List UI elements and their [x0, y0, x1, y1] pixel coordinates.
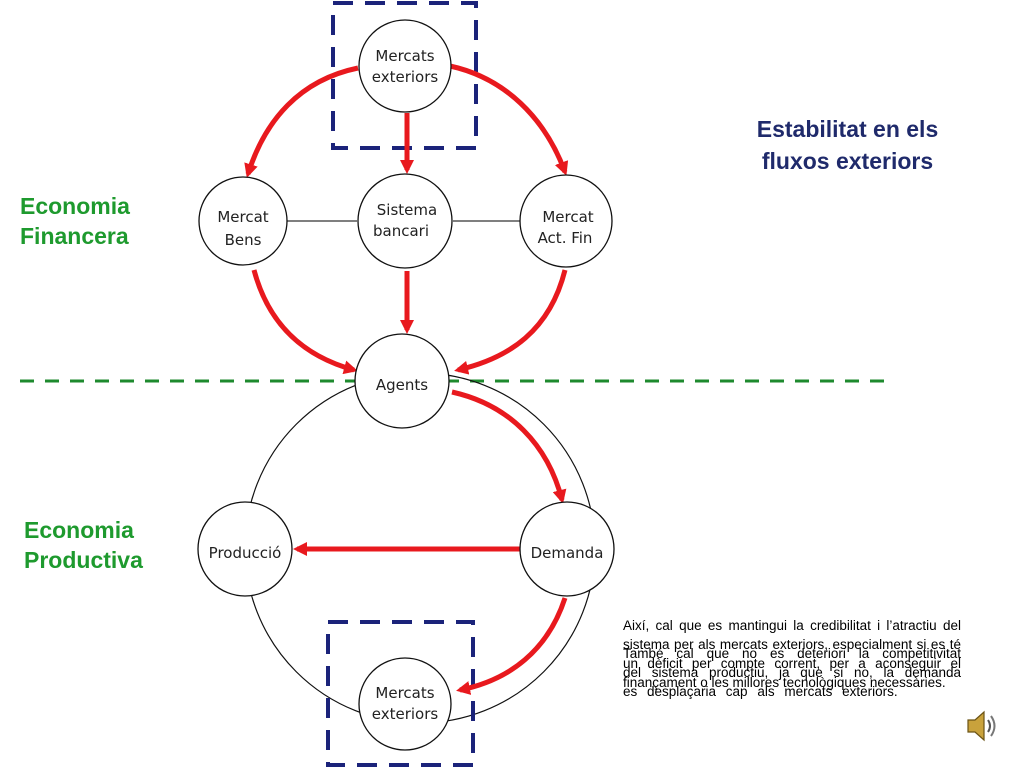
label-line: Financera	[20, 223, 129, 249]
label-line: Economia	[20, 193, 130, 219]
speaker-icon[interactable]	[966, 707, 1000, 745]
estabilitat-label: Estabilitat en els fluxos exteriors	[735, 113, 960, 177]
node-mercats-exteriors-bottom: Mercats exteriors	[358, 657, 452, 751]
node-sistema-bancari: Sistema bancari	[357, 173, 453, 269]
node-label-line: exteriors	[372, 705, 439, 723]
label-line: Productiva	[24, 547, 143, 573]
svg-text:Agents: Agents	[376, 376, 428, 394]
label-line: fluxos exteriors	[761, 148, 934, 174]
node-agents: Agents	[354, 333, 450, 429]
node-label-line: Mercats	[375, 47, 434, 65]
node-label-line: bancari	[373, 222, 429, 240]
node-label-line: Agents	[376, 376, 428, 394]
svg-text:Demanda: Demanda	[531, 544, 604, 562]
label-line: Economia	[24, 517, 134, 543]
arrow-demanda-to-mercats-bottom	[456, 597, 568, 695]
node-label-line: Mercats	[375, 684, 434, 702]
economia-productiva-label: Economia Productiva	[24, 515, 143, 575]
node-label-line: Mercat	[542, 208, 593, 226]
economia-financera-label: Economia Financera	[20, 191, 130, 251]
arrow-agents-to-demanda	[451, 389, 567, 504]
note-credibilitat: Així, cal que es mantingui la credibilit…	[623, 618, 961, 690]
node-label-line: Act. Fin	[538, 229, 593, 247]
svg-text:Producció: Producció	[209, 544, 282, 562]
node-demanda: Demanda	[519, 501, 615, 597]
node-label-line: Bens	[225, 231, 262, 249]
node-label-line: Demanda	[531, 544, 604, 562]
note-competitivitat: També cal que no es deteriori la competi…	[623, 646, 961, 699]
label-line: Estabilitat en els	[756, 116, 939, 142]
node-label-line: Sistema	[377, 201, 437, 219]
arrow-bens-to-agents	[251, 269, 358, 375]
arrow-actfin-to-agents	[454, 269, 568, 375]
dashed-box-bottom	[326, 620, 475, 767]
node-label-line: Producció	[209, 544, 282, 562]
arrow-mercats-to-actfin	[449, 63, 569, 176]
node-mercats-exteriors-top: Mercats exteriors	[358, 19, 452, 113]
node-label-line: Mercat	[217, 208, 268, 226]
node-label-line: exteriors	[372, 68, 439, 86]
arrow-mercats-to-bens	[244, 65, 359, 178]
node-produccio: Producció	[197, 501, 293, 597]
